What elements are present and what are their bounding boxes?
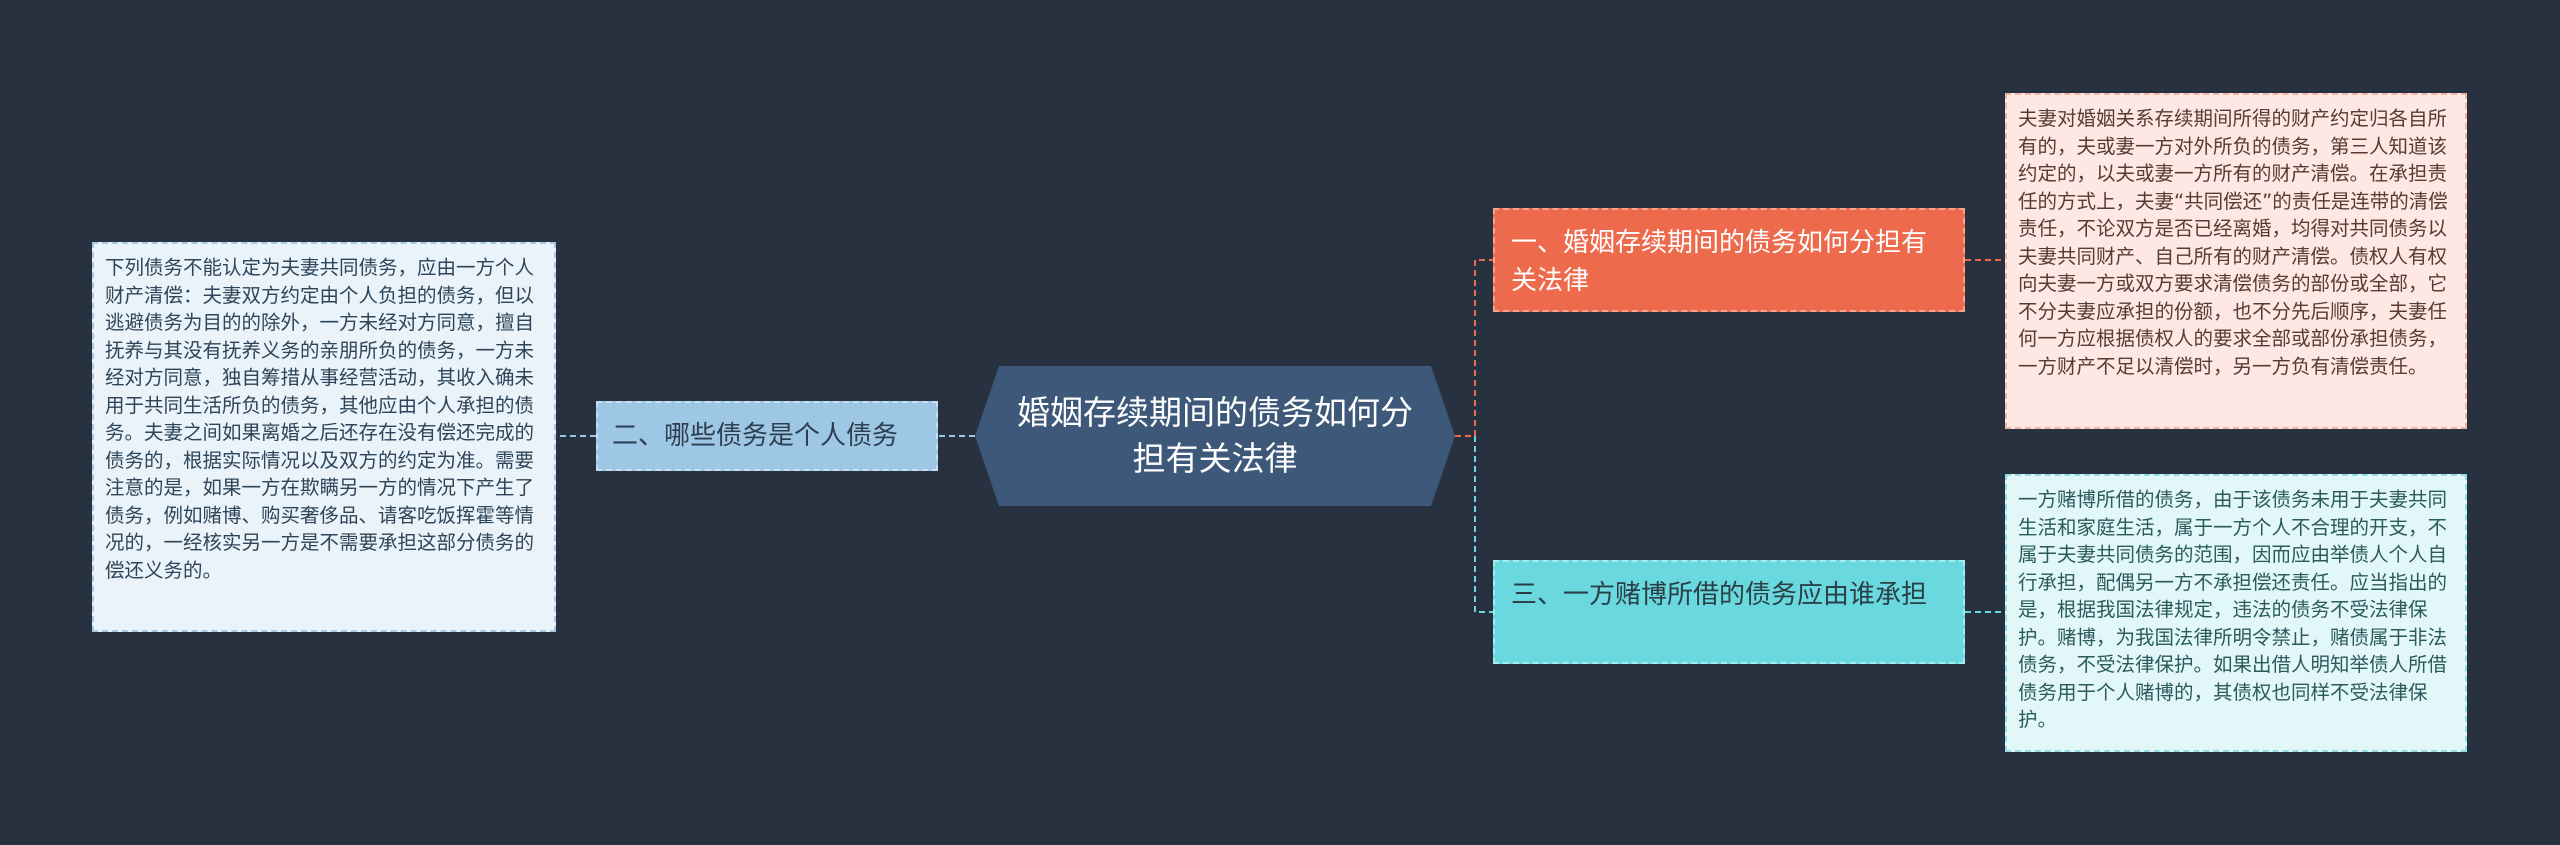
connector-central-to-branch-3 [1474,436,1493,613]
branch-node-2[interactable]: 二、哪些债务是个人债务 [596,401,938,471]
branch-1-label: 一、婚姻存续期间的债务如何分担有关法律 [1511,228,1928,296]
note-1-text: 夫妻对婚姻关系存续期间所得的财产约定归各自所有的，夫或妻一方对外所负的债务，第三… [2018,107,2448,378]
central-topic[interactable]: 婚姻存续期间的债务如何分担有关法律 [975,366,1455,506]
branch-node-3[interactable]: 三、一方赌博所借的债务应由谁承担 [1493,560,1965,664]
note-2-text: 下列债务不能认定为夫妻共同债务，应由一方个人财产清偿：夫妻双方约定由个人负担的债… [105,256,535,582]
note-node-2[interactable]: 下列债务不能认定为夫妻共同债务，应由一方个人财产清偿：夫妻双方约定由个人负担的债… [92,242,556,632]
branch-2-label: 二、哪些债务是个人债务 [612,421,899,451]
connector-central-to-branch-1 [1455,259,1493,437]
note-3-text: 一方赌博所借的债务，由于该债务未用于夫妻共同生活和家庭生活，属于一方个人不合理的… [2018,488,2448,731]
note-node-1[interactable]: 夫妻对婚姻关系存续期间所得的财产约定归各自所有的，夫或妻一方对外所负的债务，第三… [2005,93,2467,429]
note-node-3[interactable]: 一方赌博所借的债务，由于该债务未用于夫妻共同生活和家庭生活，属于一方个人不合理的… [2005,474,2467,752]
branch-3-label: 三、一方赌博所借的债务应由谁承担 [1511,580,1928,610]
central-topic-label: 婚姻存续期间的债务如何分担有关法律 [1017,393,1413,478]
branch-node-1[interactable]: 一、婚姻存续期间的债务如何分担有关法律 [1493,208,1965,312]
